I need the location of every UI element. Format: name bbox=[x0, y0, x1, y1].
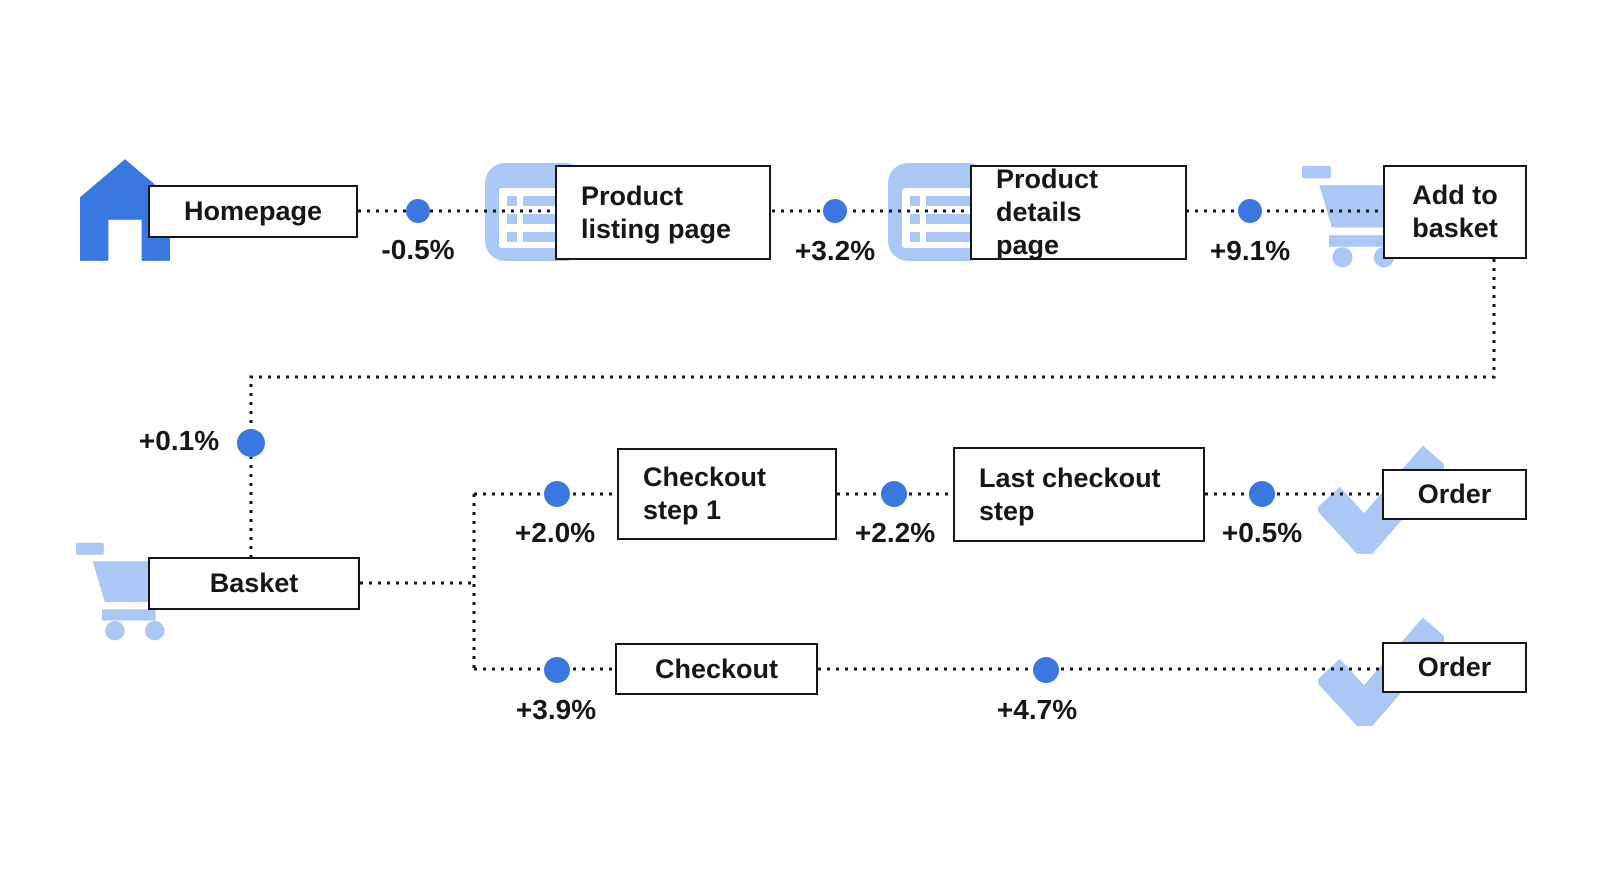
step-dot bbox=[881, 481, 907, 507]
node-label: Basket bbox=[209, 568, 299, 598]
step-dot bbox=[406, 199, 430, 223]
node-label: Last checkout step bbox=[979, 462, 1161, 526]
list-icon bbox=[888, 163, 988, 261]
node-product-details-page: Product details page bbox=[970, 164, 1187, 260]
delta-label: +2.2% bbox=[854, 517, 936, 548]
node-label: Product details page bbox=[996, 164, 1099, 260]
node-checkout: Checkout bbox=[615, 643, 818, 695]
node-label: Product listing page bbox=[581, 180, 732, 244]
node-order-top: Order bbox=[1382, 469, 1527, 520]
node-product-listing-page: Product listing page bbox=[555, 165, 771, 260]
home-icon bbox=[80, 158, 170, 262]
node-label: Add to basket bbox=[1412, 180, 1498, 243]
step-dot bbox=[544, 481, 570, 507]
delta-label: +4.7% bbox=[996, 694, 1078, 725]
node-basket: Basket bbox=[148, 557, 360, 610]
delta-label: -0.5% bbox=[381, 234, 455, 265]
delta-label: +3.2% bbox=[794, 235, 876, 266]
delta-label: +0.1% bbox=[138, 425, 220, 456]
step-dot bbox=[237, 429, 265, 457]
node-last-checkout-step: Last checkout step bbox=[953, 447, 1205, 542]
step-dot bbox=[1249, 481, 1275, 507]
node-label: Homepage bbox=[183, 196, 323, 226]
delta-label: +3.9% bbox=[515, 694, 597, 725]
delta-label: +9.1% bbox=[1209, 235, 1291, 266]
node-add-to-basket: Add to basket bbox=[1383, 165, 1527, 259]
step-dot bbox=[1033, 657, 1059, 683]
node-checkout-step-1: Checkout step 1 bbox=[617, 448, 837, 540]
node-homepage: Homepage bbox=[148, 185, 358, 238]
step-dot bbox=[1238, 199, 1262, 223]
node-label: Checkout bbox=[654, 653, 779, 684]
node-label: Order bbox=[1417, 652, 1492, 682]
node-label: Order bbox=[1417, 479, 1492, 509]
step-dot bbox=[823, 199, 847, 223]
node-label: Checkout step 1 bbox=[643, 462, 767, 525]
delta-label: +0.5% bbox=[1221, 517, 1303, 548]
cart-icon bbox=[1302, 160, 1406, 268]
delta-label: +2.0% bbox=[514, 517, 596, 548]
node-order-bottom: Order bbox=[1382, 642, 1527, 693]
step-dot bbox=[544, 657, 570, 683]
